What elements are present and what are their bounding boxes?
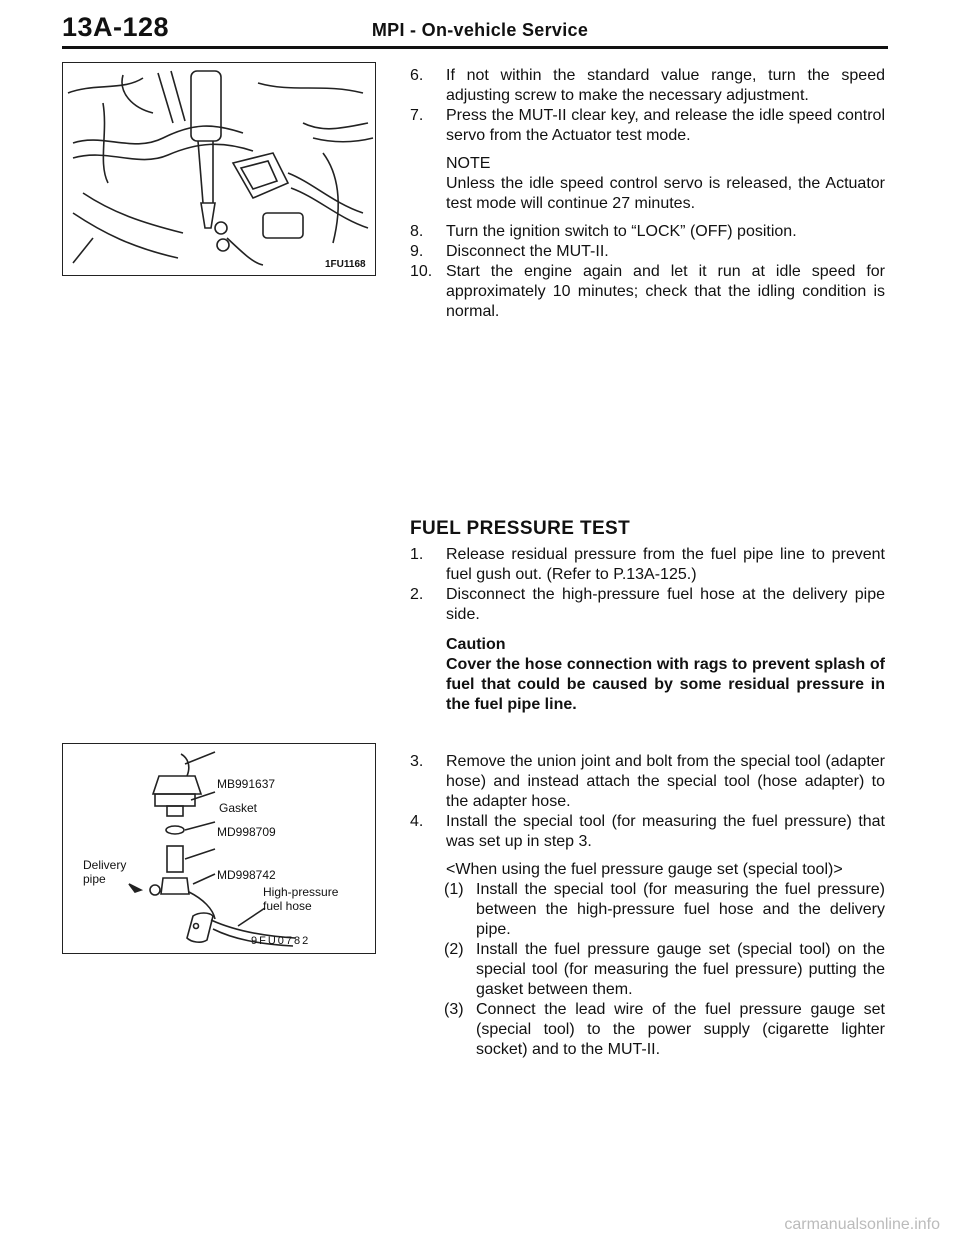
step-number: 10. xyxy=(410,263,433,280)
label-md998709: MD998709 xyxy=(217,825,276,839)
watermark-footer: carmanualsonline.info xyxy=(784,1216,940,1233)
step-number: 6. xyxy=(410,67,424,84)
step-number: (2) xyxy=(444,941,464,958)
step-6: 6. If not within the standard value range… xyxy=(410,66,885,106)
step-number: (3) xyxy=(444,1001,464,1018)
gauge-step-1: (1) Install the special tool (for measuri… xyxy=(410,880,885,940)
step-number: 7. xyxy=(410,107,424,124)
step-number: 9. xyxy=(410,243,424,260)
engine-bay-illustration: 1FU1168 xyxy=(67,70,374,270)
step-text: Press the MUT-II clear key, and release … xyxy=(446,107,885,144)
steps-block-3: 3. Remove the union joint and bolt from t… xyxy=(410,752,885,1060)
steps-block-1: 6. If not within the standard value range… xyxy=(410,66,885,322)
label-gasket: Gasket xyxy=(219,801,258,815)
step-number: 3. xyxy=(410,753,424,770)
label-md998742: MD998742 xyxy=(217,868,276,882)
step-8: 8. Turn the ignition switch to “LOCK” (OF… xyxy=(410,222,885,242)
caution-text: Cover the hose connection with rags to p… xyxy=(446,656,885,713)
fuel-step-4: 4. Install the special tool (for measurin… xyxy=(410,812,885,852)
step-text: If not within the standard value range, … xyxy=(446,67,885,104)
step-number: 4. xyxy=(410,813,424,830)
step-text: Remove the union joint and bolt from the… xyxy=(446,753,885,810)
step-10: 10. Start the engine again and let it run… xyxy=(410,262,885,322)
gauge-hose xyxy=(180,753,190,777)
gasket-ring xyxy=(165,825,185,835)
header-rule xyxy=(62,46,888,49)
note-heading: NOTE xyxy=(446,155,491,172)
gauge-step-2: (2) Install the fuel pressure gauge set (… xyxy=(410,940,885,1000)
hose-adapter xyxy=(166,845,184,873)
label-mb991637: MB991637 xyxy=(217,777,275,791)
fuel-step-2: 2. Disconnect the high-pressure fuel hose… xyxy=(410,585,885,625)
step-text: Release residual pressure from the fuel … xyxy=(446,546,885,583)
special-tool-figure: MB991637 Gasket MD998709 MD998742 Delive… xyxy=(62,743,376,954)
fuel-hose-flange xyxy=(186,912,214,943)
label-delivery: Delivery xyxy=(83,858,126,872)
gauge-adapter-thread xyxy=(166,805,184,817)
caution-heading: Caution xyxy=(446,636,506,653)
figure-code-bottom: 9FU0782 xyxy=(251,935,310,947)
figure-code-top: 1FU1168 xyxy=(325,259,366,270)
step-text: Connect the lead wire of the fuel pressu… xyxy=(476,1001,885,1058)
section-heading-fuel-pressure-test: FUEL PRESSURE TEST xyxy=(410,518,631,539)
steps-block-2: 1. Release residual pressure from the fue… xyxy=(410,545,885,715)
step-number: 2. xyxy=(410,586,424,603)
running-title: MPI - On-vehicle Service xyxy=(371,20,589,40)
special-tool-illustration: MB991637 Gasket MD998709 MD998742 Delive… xyxy=(83,751,339,947)
label-fuel-hose: fuel hose xyxy=(263,899,312,913)
fuel-step-1: 1. Release residual pressure from the fue… xyxy=(410,545,885,585)
label-pipe: pipe xyxy=(83,872,106,886)
adapter-hose-union xyxy=(160,877,190,895)
step-9: 9. Disconnect the MUT-II. xyxy=(410,242,885,262)
idle-speed-adjustment-figure: 1FU1168 xyxy=(62,62,376,276)
step-text: Turn the ignition switch to “LOCK” (OFF)… xyxy=(446,223,797,240)
page-number: 13A-128 xyxy=(62,12,170,42)
step-text: Install the fuel pressure gauge set (spe… xyxy=(476,941,885,998)
step-text: Install the special tool (for measuring … xyxy=(476,881,885,938)
step-7: 7. Press the MUT-II clear key, and releas… xyxy=(410,106,885,146)
step-text: Disconnect the high-pressure fuel hose a… xyxy=(446,586,885,623)
gauge-set-heading: <When using the fuel pressure gauge set … xyxy=(446,861,843,878)
note-text: Unless the idle speed control servo is r… xyxy=(446,175,885,212)
fuel-step-3: 3. Remove the union joint and bolt from t… xyxy=(410,752,885,812)
gauge-adapter-body xyxy=(154,793,196,807)
label-high-pressure: High-pressure xyxy=(263,885,339,899)
step-text: Start the engine again and let it run at… xyxy=(446,263,885,320)
gauge-step-3: (3) Connect the lead wire of the fuel pre… xyxy=(410,1000,885,1060)
step-number: (1) xyxy=(444,881,464,898)
step-text: Install the special tool (for measuring … xyxy=(446,813,885,850)
gauge-adapter-top xyxy=(151,775,203,795)
step-text: Disconnect the MUT-II. xyxy=(446,243,609,260)
step-number: 1. xyxy=(410,546,424,563)
step-number: 8. xyxy=(410,223,424,240)
